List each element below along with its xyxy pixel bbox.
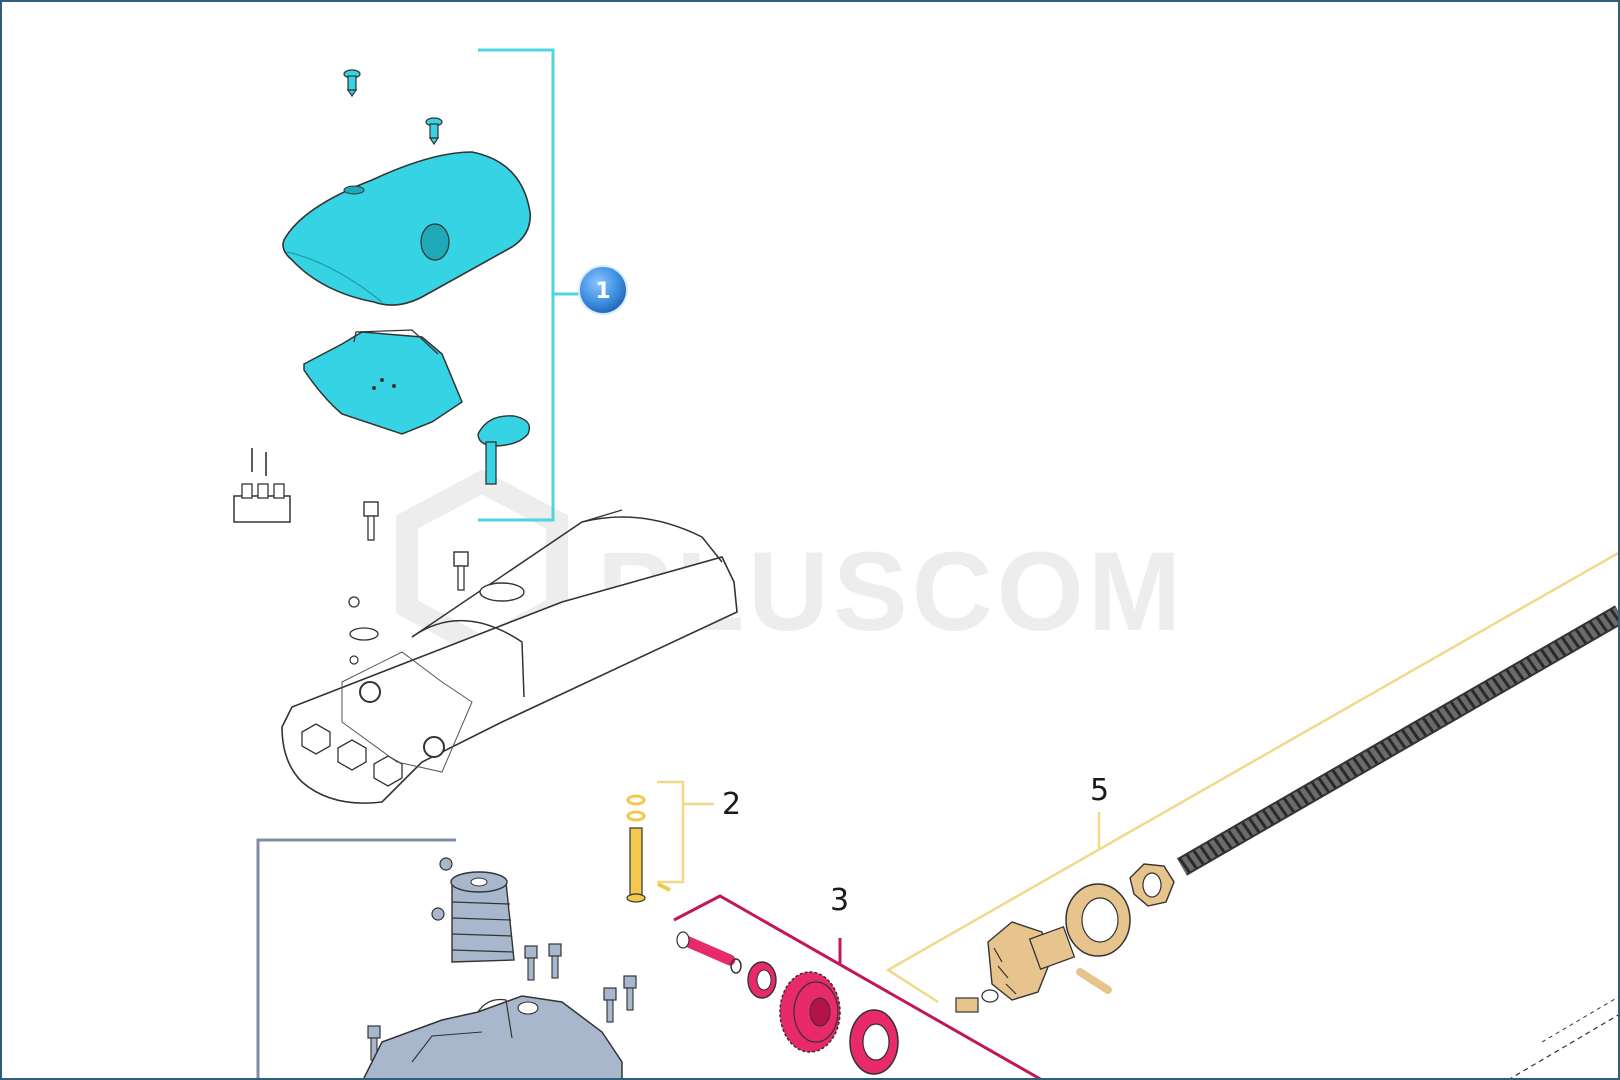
release-pin-icon bbox=[626, 794, 671, 903]
callout-label-2[interactable]: 2 bbox=[722, 787, 741, 822]
axis-guide-line bbox=[1510, 1014, 1618, 1078]
axis-guide-line bbox=[1541, 996, 1618, 1043]
bracket-4 bbox=[256, 838, 456, 1078]
release-key-icon bbox=[477, 415, 531, 485]
cover-screw-icon bbox=[343, 69, 361, 98]
callout-group-4 bbox=[256, 838, 456, 1078]
bracket-5 bbox=[885, 551, 1618, 1004]
hex-nut-icon bbox=[1129, 863, 1175, 907]
terminal-block-icon bbox=[233, 448, 291, 523]
gearbox-screw-icon bbox=[367, 943, 637, 1061]
ground-terminal-icon bbox=[348, 596, 379, 665]
callout-group-2: 2 bbox=[657, 780, 741, 884]
bracket-2 bbox=[657, 780, 685, 884]
bevel-gear-icon bbox=[987, 921, 1076, 1001]
drive-gear-icon bbox=[779, 971, 841, 1053]
bearing-ring-icon bbox=[849, 1009, 899, 1075]
socket-screw-icon bbox=[453, 551, 469, 591]
cover-screw-icon bbox=[425, 117, 443, 146]
bracket-3 bbox=[673, 894, 1042, 1078]
callout-badge-1[interactable] bbox=[578, 265, 628, 315]
callout-group-3: 3 bbox=[673, 883, 1042, 1078]
callout-group-1: 1 bbox=[478, 48, 628, 522]
gear-pin-icon bbox=[1076, 968, 1112, 994]
ball-bearing-icon bbox=[1065, 883, 1131, 957]
worm-gear-icon bbox=[431, 857, 515, 963]
bracket-1 bbox=[478, 48, 555, 522]
callout-label-1: 1 bbox=[595, 279, 610, 304]
callout-label-3[interactable]: 3 bbox=[830, 883, 849, 918]
motor-housing-icon bbox=[281, 509, 738, 804]
socket-screw-icon bbox=[363, 501, 379, 541]
bushing-icon bbox=[747, 961, 777, 999]
drive-shaft-icon bbox=[676, 931, 742, 974]
lead-screw-icon bbox=[1176, 605, 1618, 876]
cover-parts bbox=[282, 69, 531, 485]
top-cover-icon bbox=[282, 151, 531, 306]
callout-label-5[interactable]: 5 bbox=[1090, 773, 1109, 808]
inner-tray-icon bbox=[303, 329, 463, 435]
callout-group-5: 5 bbox=[885, 551, 1618, 1004]
washer-bolt-icon bbox=[955, 989, 999, 1013]
gearbox-base-icon bbox=[363, 995, 623, 1078]
